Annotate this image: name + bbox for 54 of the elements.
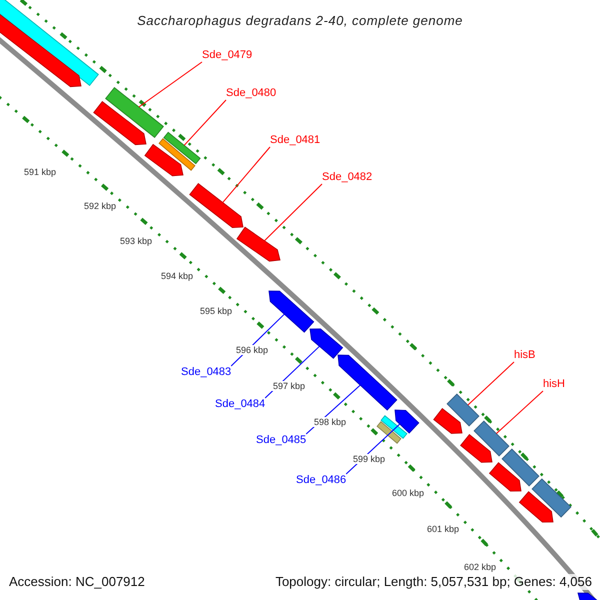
gene-feature-pointed [338, 354, 398, 411]
gene-feature-pointed [268, 290, 314, 333]
gene-feature-pointed [144, 144, 184, 176]
genome-summary-text: Topology: circular; Length: 5,057,531 bp; Genes: 4,056 [275, 574, 592, 590]
gene-label: Sde_0483 [181, 366, 232, 379]
map-title: Saccharophagus degradans 2-40, complete genome [137, 13, 463, 28]
gene-feature-pointed [488, 462, 522, 492]
gene-feature-pointed [189, 182, 244, 228]
gene-feature-block [105, 86, 164, 138]
position-label: 597 kbp [272, 381, 306, 391]
gene-label: Sde_0482 [322, 171, 372, 184]
position-label: 598 kbp [312, 417, 348, 427]
gene-label: Sde_0484 [215, 398, 266, 411]
gene-feature-block [446, 394, 480, 426]
accession-text: Accession: NC_007912 [9, 574, 145, 590]
leader-line [184, 100, 226, 146]
position-label: 602 kbp [462, 562, 498, 572]
leader-line [467, 362, 514, 406]
gene-label: Sde_0486 [296, 474, 346, 487]
position-label: 592 kbp [82, 201, 118, 211]
leader-line [222, 146, 270, 203]
position-label: 600 kbp [390, 488, 426, 498]
gene-label: hisH [543, 378, 566, 391]
leader-line [496, 390, 544, 434]
gene-feature-block [502, 448, 540, 486]
gene-feature-pointed [433, 408, 462, 434]
position-label: 601 kbp [426, 524, 460, 534]
leader-line [264, 184, 322, 242]
gene-feature-pointed [577, 592, 600, 600]
gene-label: Sde_0485 [256, 434, 306, 447]
gene-label: Sde_0481 [270, 134, 320, 147]
position-label: 596 kbp [234, 345, 270, 355]
gene-feature-pointed [460, 434, 492, 463]
position-label: 595 kbp [198, 306, 234, 316]
position-label: 594 kbp [160, 271, 194, 281]
gene-feature-block [0, 0, 99, 86]
gene-feature-block [380, 415, 408, 439]
gene-label: hisB [514, 349, 536, 362]
position-label: 591 kbp [22, 167, 58, 177]
position-label: 599 kbp [352, 454, 386, 464]
position-label: 593 kbp [118, 236, 154, 246]
leader-line [138, 62, 202, 108]
gene-feature-pointed [236, 226, 280, 262]
gene-label: Sde_0480 [226, 87, 276, 100]
gene-label: Sde_0479 [202, 49, 252, 62]
gene-feature-pointed [394, 410, 420, 434]
gene-feature-pointed [310, 328, 344, 359]
gene-feature-block [474, 420, 510, 456]
gene-feature-block [163, 132, 201, 164]
gene-feature-block [158, 138, 196, 171]
gene-feature-pointed [518, 491, 554, 522]
gene-feature-block [376, 421, 402, 444]
gene-feature-pointed [93, 100, 146, 146]
gene-feature-block [532, 478, 572, 518]
